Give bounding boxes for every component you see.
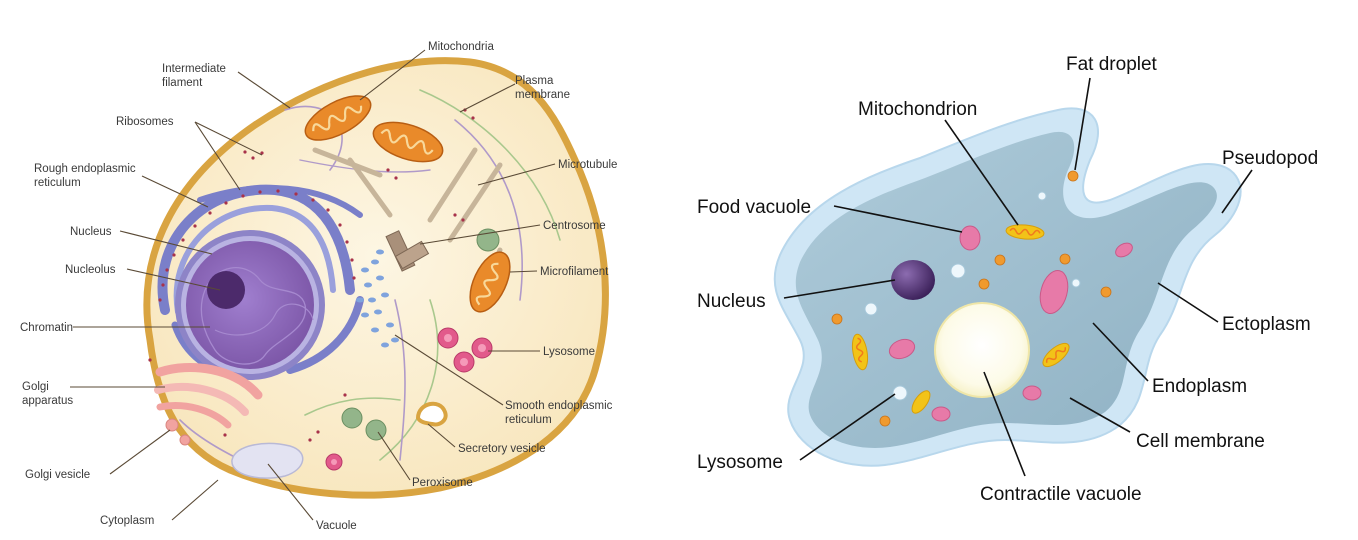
golgi-organelle (154, 362, 263, 446)
label-mitochondrion: Mitochondrion (858, 99, 977, 120)
label-rough-er: Rough endoplasmic reticulum (34, 163, 139, 189)
ribosome-dots (148, 108, 475, 442)
vacuole-organelle (231, 442, 304, 479)
label-pseudopod: Pseudopod (1222, 148, 1318, 169)
label-cell-membrane: Cell membrane (1136, 431, 1265, 452)
label-smooth-er: Smooth endoplasmic reticulum (505, 400, 616, 426)
label-nucleus: Nucleus (70, 226, 112, 238)
nucleus-organelle (175, 230, 325, 380)
label-secretory-vesicle: Secretory vesicle (458, 443, 546, 455)
secretory-vesicle-organelle (415, 401, 448, 427)
amoeba-lysosome-organelles (864, 191, 1081, 401)
food-vacuole-organelles (888, 225, 1133, 422)
label-ectoplasm: Ectoplasm (1222, 314, 1311, 335)
label-vacuole: Vacuole (316, 520, 357, 532)
label-chromatin: Chromatin (20, 322, 73, 334)
animal-labels: Intermediate filament Ribosomes Rough en… (20, 41, 617, 532)
label-lysosome: Lysosome (543, 346, 595, 358)
label-fat-droplet: Fat droplet (1066, 54, 1158, 75)
contractile-vacuole-organelle (934, 302, 1030, 398)
label-mitochondria: Mitochondria (428, 41, 494, 53)
animal-cell (143, 57, 609, 499)
label-cytoplasm: Cytoplasm (100, 515, 154, 527)
label-endoplasm: Endoplasm (1152, 376, 1247, 397)
smooth-er-organelle (356, 249, 399, 348)
animal-leader-lines (70, 49, 556, 521)
label-amoeba-lysosome: Lysosome (697, 452, 783, 473)
peroxisome-organelles (341, 228, 500, 441)
amoeba-cell (773, 107, 1242, 467)
label-centrosome: Centrosome (543, 220, 606, 232)
fat-droplet-organelles (831, 170, 1112, 427)
amoeba-mitochondria (851, 224, 1070, 414)
endoplasm-shape (795, 131, 1217, 448)
label-plasma-membrane: Plasma membrane (515, 75, 570, 101)
amoeba-labels: Fat droplet Mitochondrion Pseudopod Food… (697, 54, 1318, 505)
label-ribosomes: Ribosomes (116, 116, 174, 128)
lysosome-organelles (325, 327, 493, 471)
label-amoeba-nucleus: Nucleus (697, 291, 766, 312)
centrosome-organelle (385, 230, 430, 272)
label-microfilament: Microfilament (540, 266, 609, 278)
label-contractile-vacuole: Contractile vacuole (980, 484, 1142, 505)
label-nucleolus: Nucleolus (65, 264, 116, 276)
label-intermediate-filament: Intermediate filament (162, 63, 229, 89)
label-golgi-apparatus: Golgi apparatus (22, 381, 73, 407)
label-food-vacuole: Food vacuole (697, 197, 811, 218)
amoeba-nucleus-organelle (891, 260, 935, 300)
label-golgi-vesicle: Golgi vesicle (25, 469, 90, 481)
label-microtubule: Microtubule (558, 159, 617, 171)
amoeba-leader-lines (783, 77, 1253, 477)
label-peroxisome: Peroxisome (412, 477, 473, 489)
mitochondria-organelles (304, 95, 511, 313)
